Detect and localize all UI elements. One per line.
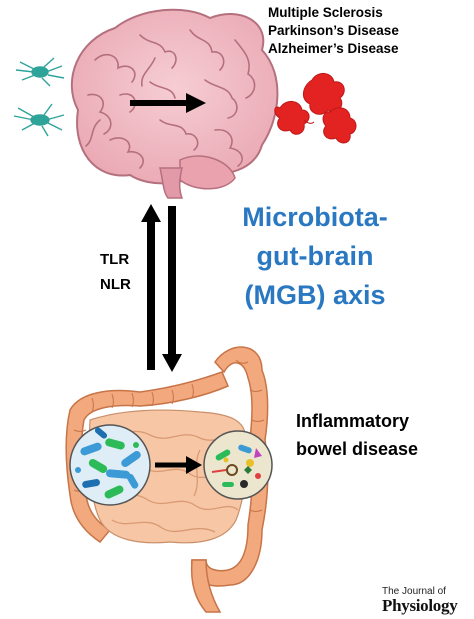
microbiota-circle-icon [69, 424, 273, 506]
axis-title-line-1: Microbiota- [242, 202, 388, 232]
axis-title-line-2: gut-brain [256, 241, 374, 271]
disease-label-ms: Multiple Sclerosis [268, 5, 383, 20]
journal-name-large: Physiology [382, 596, 458, 615]
gut-disease-label-line-1: Inflammatory [296, 411, 410, 431]
brain-illustration [70, 8, 279, 199]
journal-name-small: The Journal of [382, 586, 446, 597]
disease-label-parkinsons: Parkinson’s Disease [268, 23, 399, 38]
axis-title-line-3: (MGB) axis [244, 280, 386, 310]
disease-label-alzheimers: Alzheimer’s Disease [268, 41, 399, 56]
pathogen-cell-icon [274, 73, 357, 144]
gut-disease-label-line-2: bowel disease [296, 439, 419, 459]
microglia-cell-icon [13, 57, 65, 137]
receptor-label-tlr: TLR [100, 251, 130, 268]
bidirectional-arrows [141, 204, 182, 372]
receptor-label-nlr: NLR [100, 276, 131, 293]
